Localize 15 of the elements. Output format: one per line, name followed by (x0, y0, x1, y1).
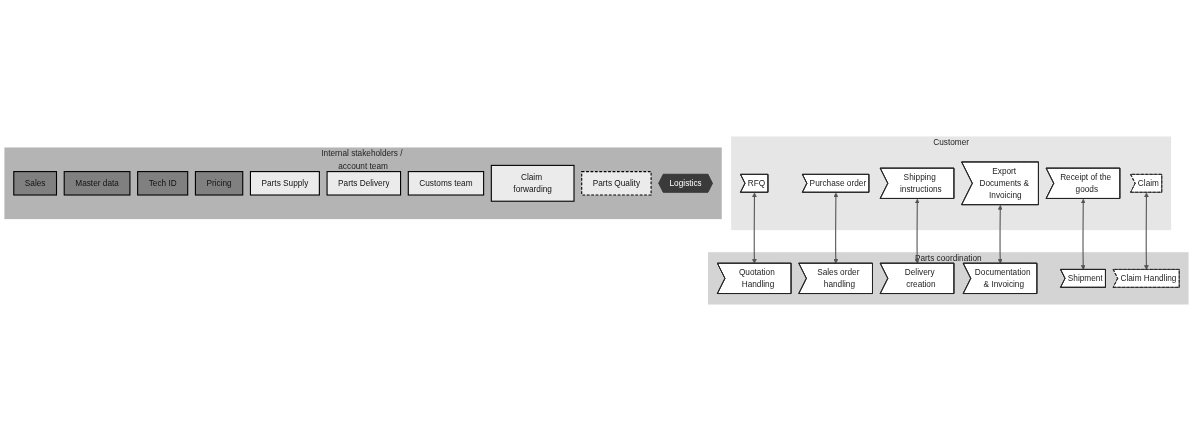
node-box: Customs team (407, 171, 485, 196)
node-box: Master data (63, 171, 131, 196)
node-box: Pricing (194, 171, 244, 196)
node-box: Parts Delivery (326, 171, 402, 196)
arrow (833, 192, 839, 264)
arrow (1144, 192, 1149, 270)
arrow (751, 192, 757, 264)
node-box: Sales (13, 171, 58, 196)
arrow (914, 198, 920, 264)
node-box: Claim forwarding (490, 164, 575, 202)
arrow (1080, 198, 1086, 270)
node-box: Parts Quality (581, 171, 652, 196)
node-box: Parts Supply (249, 171, 320, 196)
arrow (997, 204, 1003, 264)
node-box: Tech ID (137, 171, 189, 196)
